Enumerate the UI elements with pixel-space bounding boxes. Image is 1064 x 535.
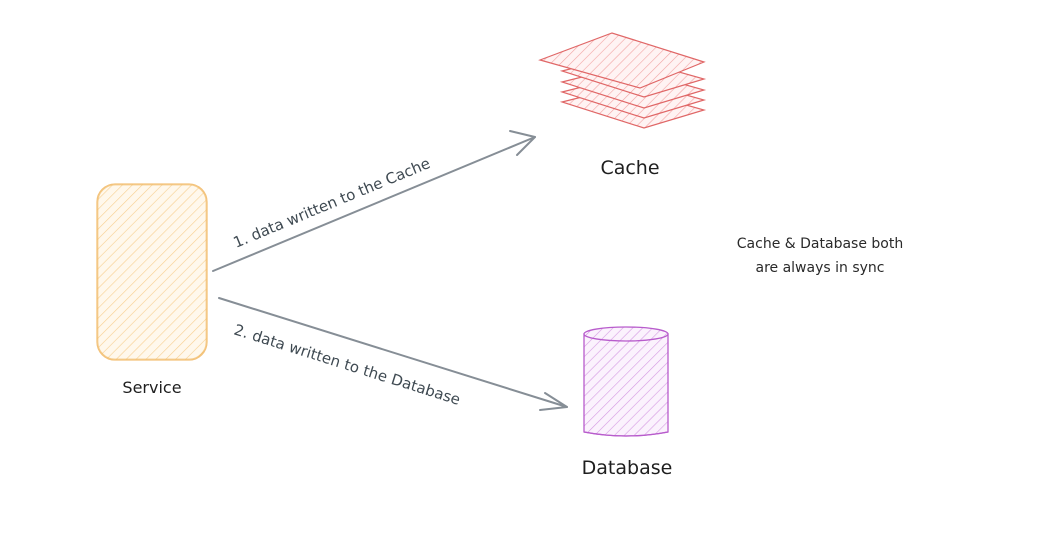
arrow-service-to-database [218, 297, 568, 411]
edge-label-database: 2. data written to the Database [232, 321, 463, 409]
database-icon [583, 326, 669, 437]
service-label: Service [122, 378, 181, 397]
arrow-service-to-cache [212, 130, 536, 272]
sync-note: Cache & Database both are always in sync [737, 236, 903, 276]
sync-note-line-1: Cache & Database both [737, 236, 903, 252]
database-label: Database [582, 457, 673, 479]
cache-label: Cache [600, 157, 659, 179]
service-box [96, 183, 208, 361]
cache-icon [538, 32, 707, 129]
service-node [96, 183, 208, 361]
sync-note-line-2: are always in sync [756, 260, 885, 276]
edge-label-cache: 1. data written to the Cache [231, 154, 433, 252]
